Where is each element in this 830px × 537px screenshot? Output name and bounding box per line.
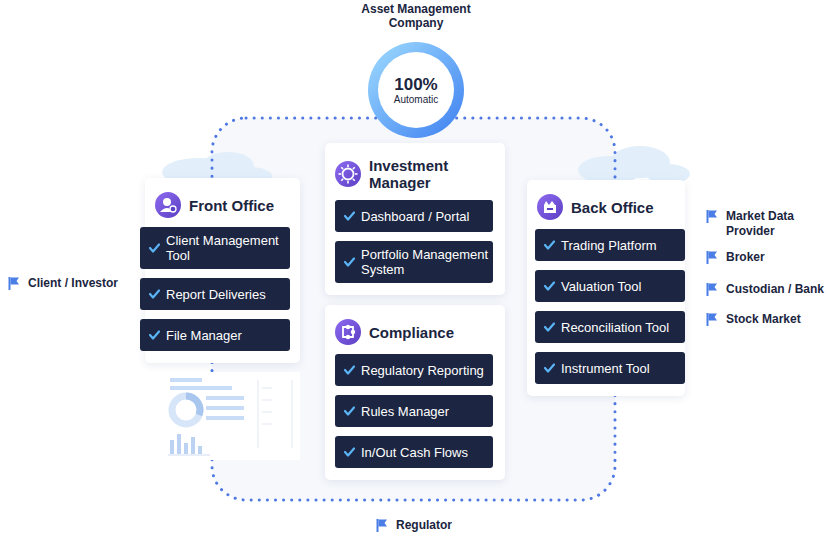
check-icon [344,406,355,416]
panel-title: Compliance [369,324,454,341]
tool-label: Reconciliation Tool [561,320,669,335]
flag-icon [8,276,20,291]
check-icon [344,447,355,457]
hub-ring: 100%Automatic [366,40,466,140]
tool-label: In/Out Cash Flows [361,445,468,460]
tool-box: Valuation Tool [535,270,685,302]
panel-icon [155,192,181,218]
tool-label: Regulatory Reporting [361,363,484,378]
panel-header: Front Office [155,192,290,218]
panel-icon [537,194,563,220]
tool-box: Rules Manager [335,395,493,427]
percentage-value: 100% [394,75,437,94]
check-icon [344,365,355,375]
flag-icon [706,250,718,265]
percentage-caption: Automatic [394,94,438,106]
tool-box: In/Out Cash Flows [335,436,493,468]
tool-box: Report Deliveries [140,278,290,310]
tool-label: File Manager [166,328,242,343]
tool-box: Dashboard / Portal [335,200,493,232]
external-party: Stock Market [706,312,801,327]
tool-label: Rules Manager [361,404,449,419]
panel-icon [335,161,361,187]
hub-circle: Asset Management Company 100%Automatic [356,2,476,140]
check-icon [544,322,555,332]
check-icon [149,243,160,253]
tool-label: Trading Platform [561,238,657,253]
tool-box: Portfolio Management System [335,241,493,283]
hub-title: Asset Management Company [356,2,476,30]
external-party: Broker [706,250,765,265]
panel-title: Investment Manager [369,157,479,191]
external-party: Regulator [376,518,452,533]
tool-box: Trading Platform [535,229,685,261]
check-icon [344,211,355,221]
panel-header: Compliance [335,319,495,345]
tool-label: Valuation Tool [561,279,641,294]
report-illustration [160,372,300,460]
panel-title: Back Office [571,199,654,216]
panel-icon [335,319,361,345]
tool-box: Reconciliation Tool [535,311,685,343]
party-label: Client / Investor [28,276,118,291]
party-label: Market Data Provider [726,209,818,239]
external-party: Market Data Provider [706,209,818,239]
party-label: Custodian / Bank [726,282,824,297]
party-label: Broker [726,250,765,265]
tool-label: Dashboard / Portal [361,209,469,224]
external-party: Client / Investor [8,276,118,291]
department-panel: Front OfficeClient Management ToolReport… [145,178,300,363]
flag-icon [376,518,388,533]
party-label: Regulator [396,518,452,533]
check-icon [149,289,160,299]
panel-title: Front Office [189,197,274,214]
flag-icon [706,312,718,327]
tool-label: Instrument Tool [561,361,650,376]
department-panel: Investment ManagerDashboard / PortalPort… [325,143,505,295]
external-party: Custodian / Bank [706,282,824,297]
tool-box: Client Management Tool [140,227,290,269]
department-panel: ComplianceRegulatory ReportingRules Mana… [325,305,505,480]
panel-header: Investment Manager [335,157,495,191]
check-icon [544,281,555,291]
tool-label: Client Management Tool [166,233,286,263]
check-icon [544,363,555,373]
tool-box: Instrument Tool [535,352,685,384]
tool-box: Regulatory Reporting [335,354,493,386]
department-panel: Back OfficeTrading PlatformValuation Too… [527,180,685,396]
panel-header: Back Office [537,194,675,220]
check-icon [149,330,160,340]
party-label: Stock Market [726,312,801,327]
tool-label: Portfolio Management System [361,247,489,277]
check-icon [544,240,555,250]
check-icon [344,257,355,267]
flag-icon [706,282,718,297]
flag-icon [706,209,718,224]
tool-box: File Manager [140,319,290,351]
tool-label: Report Deliveries [166,287,266,302]
